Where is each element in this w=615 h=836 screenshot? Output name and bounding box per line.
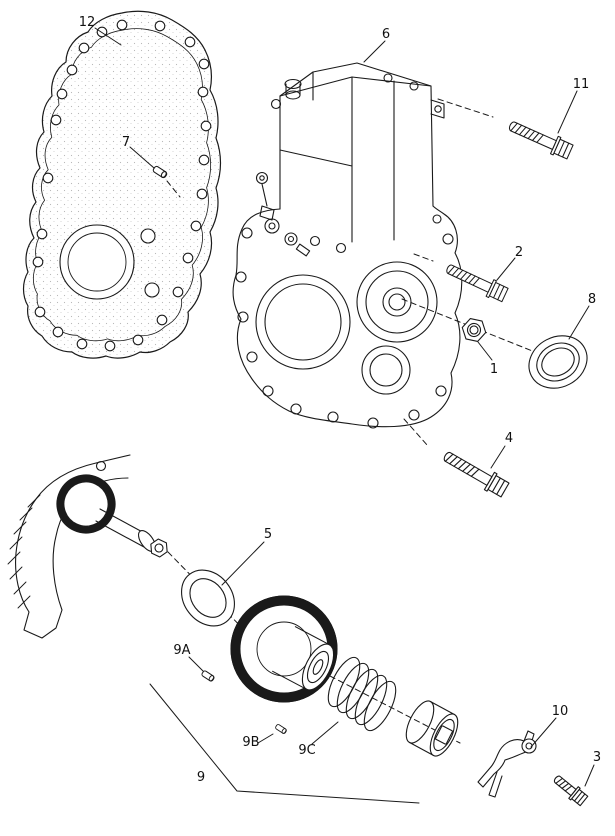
callout-4: 4 — [505, 431, 513, 446]
inlet-fittings — [264, 218, 311, 257]
callout-labels: 12 7 6 11 2 8 1 4 5 9A 9B 9C 9 10 3 — [79, 15, 601, 785]
drive-gear-assembly — [7, 454, 168, 639]
callout-9b: 9B — [242, 735, 259, 750]
thrust-washer-5 — [181, 569, 235, 627]
fuel-pump-housing — [232, 62, 463, 429]
callout-5: 5 — [264, 527, 272, 542]
spring-9c — [327, 656, 397, 732]
callout-9c: 9C — [298, 743, 315, 758]
dowel-pin-7 — [151, 164, 181, 198]
callout-7: 7 — [122, 135, 130, 150]
bushing — [405, 700, 459, 757]
bolt-11 — [505, 116, 575, 162]
nut-1 — [461, 318, 487, 342]
bolt-2 — [443, 259, 510, 304]
callout-1: 1 — [490, 362, 498, 377]
callout-2: 2 — [515, 245, 523, 260]
callout-6: 6 — [382, 27, 390, 42]
pin-9a — [200, 669, 216, 683]
leader-lines — [94, 27, 595, 787]
pin-9b — [274, 723, 288, 735]
timing-cover-gasket — [22, 10, 222, 359]
housing-bolt-holes — [235, 214, 454, 429]
governor-fork-10 — [477, 730, 537, 798]
group-9-bracket — [149, 683, 420, 804]
callout-9a: 9A — [173, 643, 190, 658]
break-hatching — [7, 494, 41, 609]
callout-9: 9 — [197, 770, 205, 785]
callout-3: 3 — [593, 750, 601, 765]
callout-10: 10 — [552, 704, 569, 719]
filler-cap — [270, 78, 302, 110]
idler-gear-9 — [230, 595, 338, 703]
callout-11: 11 — [573, 77, 590, 92]
callout-8: 8 — [588, 292, 596, 307]
seal-8 — [528, 335, 588, 389]
callout-12: 12 — [79, 15, 96, 30]
bolt-3 — [550, 771, 590, 808]
alignment-dashed-lines — [167, 98, 546, 744]
gasket-bolt-holes — [32, 19, 212, 352]
